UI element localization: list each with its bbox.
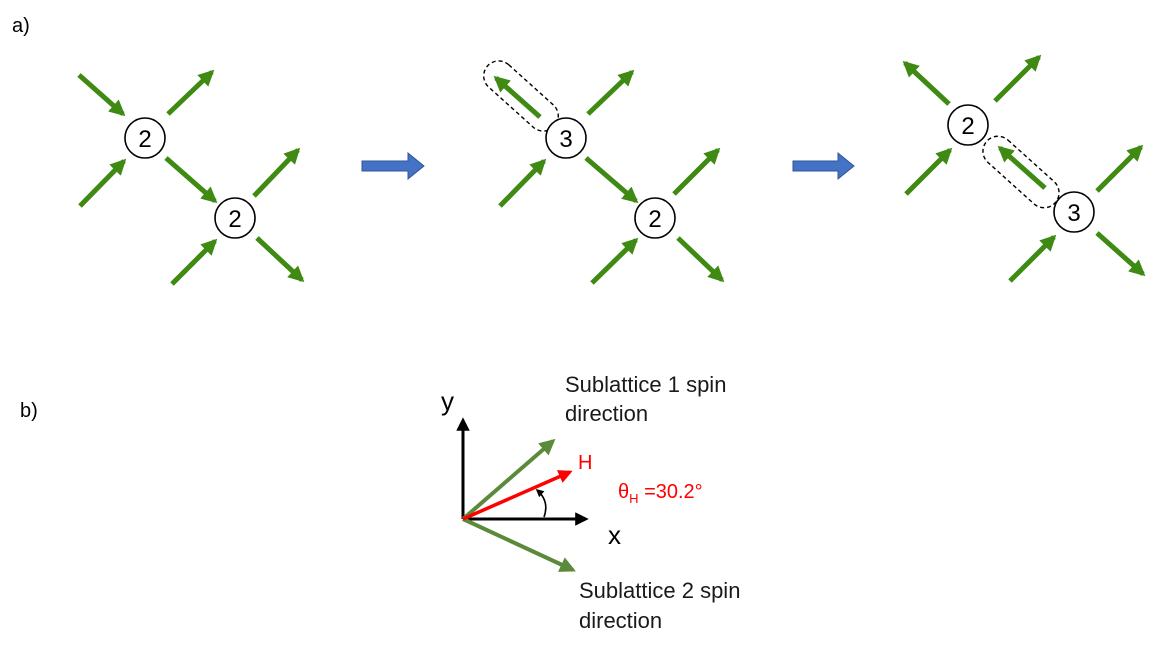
stage-3 <box>902 54 1146 283</box>
vertex-charge: 2 <box>961 113 974 140</box>
y-axis-label: y <box>441 386 454 416</box>
flipped-spin-highlight <box>982 135 1060 209</box>
spin-arrow-icon <box>1008 234 1057 283</box>
sublattice-2-caption-line-1: Sublattice 2 spin <box>579 578 740 603</box>
spin-arrow-icon <box>1095 144 1144 193</box>
sublattice-1-arrow-icon <box>461 438 556 521</box>
field-label: H <box>578 452 592 474</box>
vertex-node: 3 <box>1053 191 1095 233</box>
vertex-charge: 2 <box>648 206 661 233</box>
stage-1 <box>77 69 305 286</box>
vertex-node: 2 <box>947 104 989 146</box>
vertex-node: 2 <box>214 197 256 239</box>
spin-arrow-icon <box>1095 231 1146 277</box>
angle-arc-icon <box>535 488 547 518</box>
spin-arrow-icon <box>590 237 639 285</box>
spin-arrow-icon <box>166 69 215 116</box>
right-arrow-icon <box>792 151 855 181</box>
vertex-charge: 2 <box>228 206 241 233</box>
sublattice-1-caption-line-1: Sublattice 1 spin <box>565 372 726 397</box>
spin-arrow-icon <box>498 158 547 208</box>
vertex-node: 2 <box>124 117 166 159</box>
flipped-spin-highlight <box>483 60 559 132</box>
spin-arrow-icon <box>78 158 127 208</box>
angle-value: =30.2° <box>639 481 703 503</box>
spin-arrow-icon <box>77 73 126 117</box>
spin-arrow-icon <box>997 145 1047 190</box>
x-axis-label: x <box>608 520 621 550</box>
spin-arrow-icon <box>584 156 639 204</box>
spin-arrow-icon <box>993 54 1042 103</box>
angle-symbol: θ <box>618 481 629 503</box>
spin-arrow-icon <box>252 147 301 198</box>
sublattice-2-caption-line-2: direction <box>579 608 662 633</box>
spin-arrow-icon <box>170 238 218 286</box>
field-arrow-icon <box>462 470 573 521</box>
vertex-charge: 2 <box>138 126 151 153</box>
spin-arrow-icon <box>672 147 721 196</box>
right-arrow-icon <box>361 151 425 181</box>
sublattice-2-arrow-icon <box>462 517 576 572</box>
vertex-charge: 3 <box>559 126 572 153</box>
spin-arrow-icon <box>493 75 542 119</box>
vertex-charge: 3 <box>1067 200 1080 227</box>
vertex-node: 3 <box>545 117 587 159</box>
spin-arrow-icon <box>255 236 305 283</box>
angle-subscript: H <box>629 491 638 506</box>
angle-label: θH =30.2° <box>618 481 703 506</box>
spin-arrow-icon <box>902 60 951 106</box>
spin-arrow-icon <box>164 156 218 204</box>
panel-a-label: a) <box>12 15 30 37</box>
spin-arrow-icon <box>904 147 953 196</box>
coordinate-axes <box>456 417 589 526</box>
stage-2 <box>493 69 725 285</box>
vertex-node: 2 <box>634 197 676 239</box>
spin-arrow-icon <box>676 236 725 283</box>
panel-b-label: b) <box>20 400 38 422</box>
sublattice-1-caption-line-2: direction <box>565 401 648 426</box>
spin-arrow-icon <box>586 69 635 116</box>
